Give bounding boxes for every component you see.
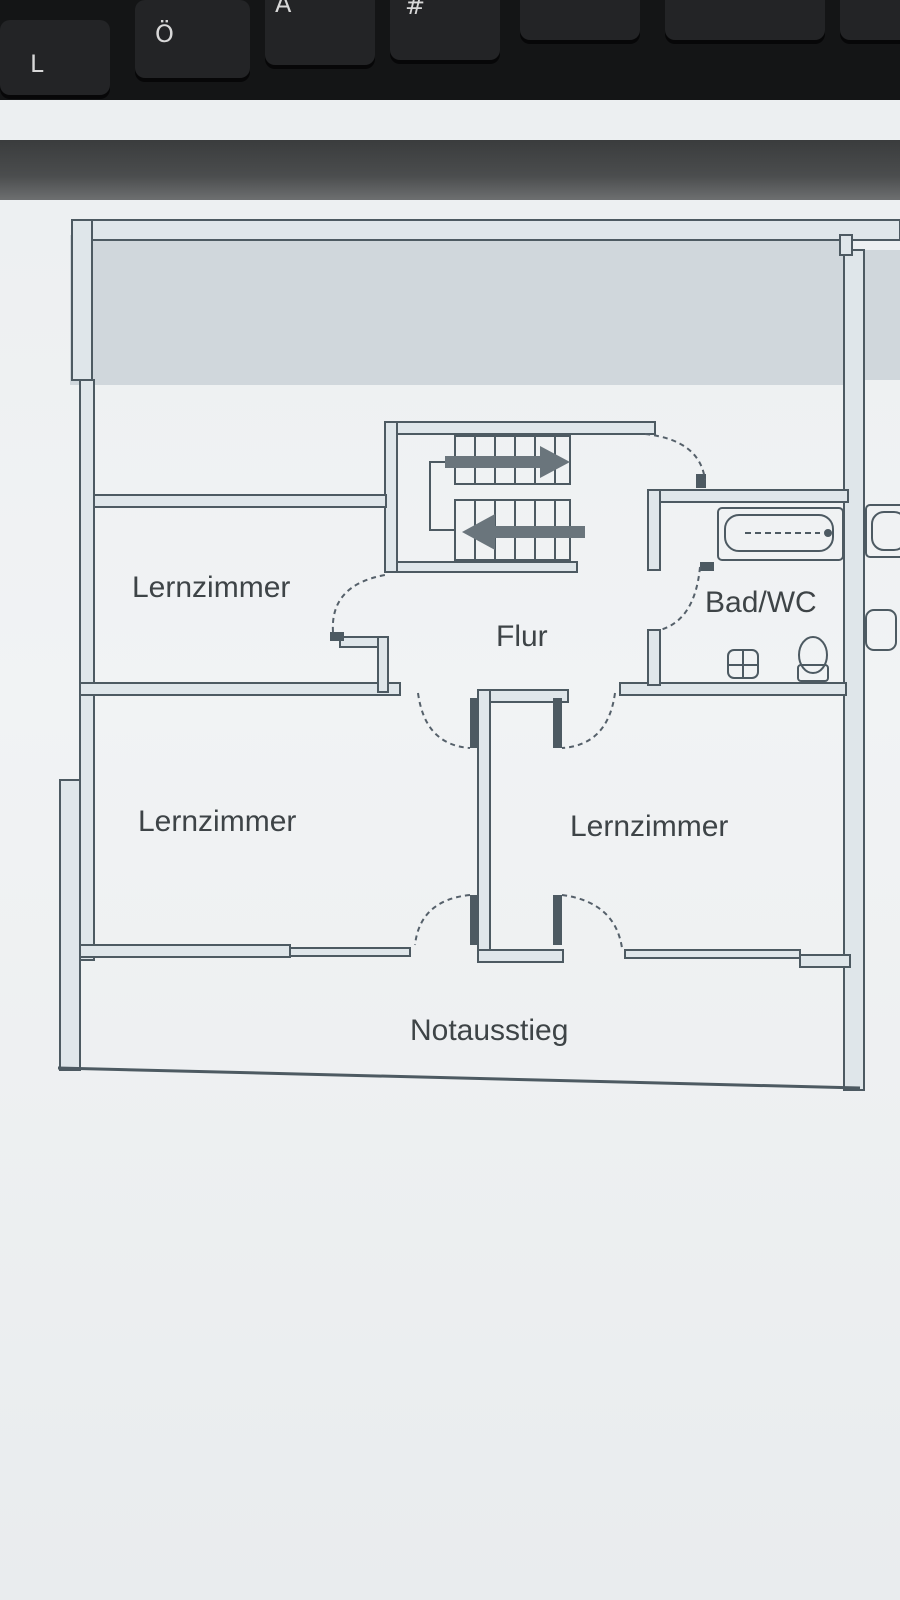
keyboard-background: L Ö Ä #	[0, 0, 900, 100]
key-a-umlaut	[265, 0, 375, 65]
outer-walls	[59, 219, 900, 1091]
key-right	[840, 0, 900, 40]
bathtub-icon	[717, 507, 844, 561]
key-hash-label: #	[405, 0, 426, 20]
stair-walls	[384, 421, 656, 573]
key-hash	[390, 0, 500, 60]
room-label-emergency-exit: Notausstieg	[410, 1014, 568, 1047]
stair-arrow-down	[462, 514, 585, 550]
room-label-study-bottom-left: Lernzimmer	[138, 805, 296, 838]
stair-arrow-up	[445, 446, 570, 478]
washbasin-icon	[727, 649, 759, 679]
room-label-study-top-left: Lernzimmer	[132, 571, 290, 604]
key-o-umlaut	[135, 0, 250, 78]
interior-walls	[79, 489, 851, 968]
binder-shadow-strip	[0, 140, 900, 200]
floor-plan: Lernzimmer Lernzimmer Lernzimmer Flur Ba…	[57, 219, 900, 1091]
neighbor-bathtub-icon	[865, 504, 900, 651]
balcony-band	[70, 235, 850, 385]
room-label-hallway: Flur	[496, 620, 548, 653]
door-swings	[331, 433, 706, 949]
toilet-icon	[797, 636, 829, 682]
key-l	[0, 20, 110, 95]
key-shift	[665, 0, 825, 40]
key-l-label: L	[30, 50, 44, 78]
key-return	[520, 0, 640, 40]
key-o-umlaut-label: Ö	[155, 20, 174, 48]
room-label-study-bottom-right: Lernzimmer	[570, 810, 728, 843]
room-label-bathroom: Bad/WC	[705, 586, 817, 619]
door-leaves	[330, 474, 714, 945]
key-a-umlaut-label: Ä	[275, 0, 292, 18]
bottom-outer-line	[57, 1066, 861, 1090]
